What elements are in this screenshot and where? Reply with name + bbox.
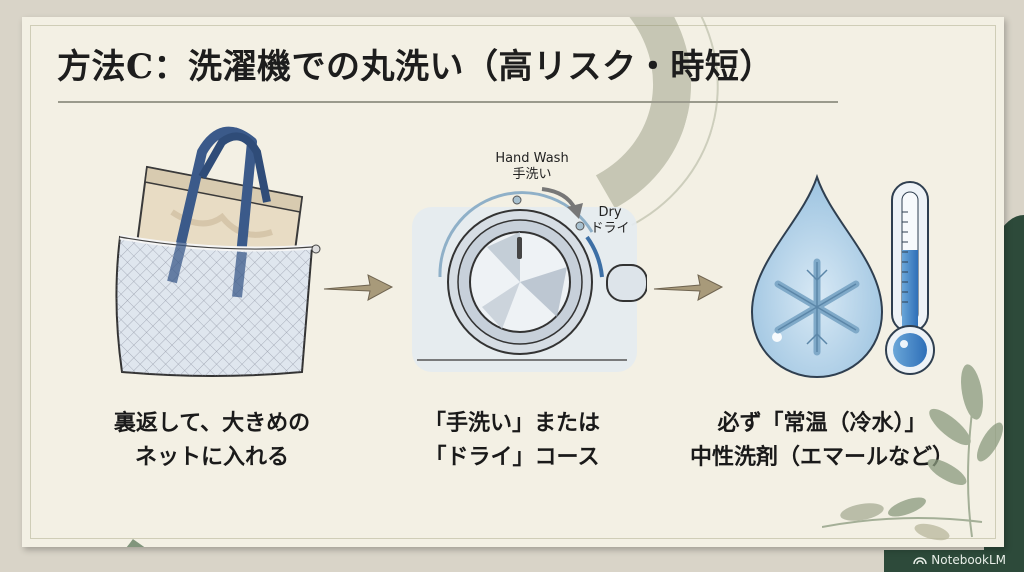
water-drop-snowflake-icon — [750, 173, 935, 379]
step-3-illustration — [742, 172, 942, 392]
arrow-right-icon — [653, 274, 724, 301]
step-2-caption-line1: 「手洗い」または — [423, 411, 600, 436]
step-3-caption: 必ず「常温（冷水）」 中性洗剤（エマールなど） — [682, 407, 962, 475]
dial-label-hand-wash-ja: 手洗い — [512, 167, 552, 182]
slide-title: 方法C：洗濯機での丸洗い（高リスク・時短） — [57, 47, 774, 87]
notebooklm-watermark: NotebookLM — [913, 553, 1006, 567]
watermark-label: NotebookLM — [931, 553, 1006, 567]
title-divider — [58, 101, 838, 103]
arrow-right-icon — [323, 274, 394, 301]
dial-label-hand-wash-en: Hand Wash — [495, 151, 569, 166]
step-2-caption: 「手洗い」または 「ドライ」コース — [392, 407, 632, 475]
step-3-caption-line2: 中性洗剤（エマールなど） — [689, 445, 954, 470]
leaves-decoration-icon — [822, 364, 1003, 541]
step-2-caption-line2: 「ドライ」コース — [424, 445, 600, 470]
step-1-caption: 裏返して、大きめの ネットに入れる — [62, 407, 362, 475]
step-2-illustration: Hand Wash 手洗い Dry ドライ — [407, 151, 648, 387]
dial-label-dry-ja: ドライ — [590, 221, 630, 236]
step-1-caption-line2: ネットに入れる — [134, 445, 289, 470]
dial-label-hand-wash: Hand Wash 手洗い — [482, 151, 582, 183]
step-3-caption-line1: 必ず「常温（冷水）」 — [717, 411, 927, 436]
dial-label-dry-en: Dry — [598, 205, 622, 220]
slide-card: 方法C：洗濯機での丸洗い（高リスク・時短） — [22, 17, 1004, 547]
step-1-illustration — [102, 122, 322, 382]
tote-bag-in-net-icon — [115, 126, 321, 377]
notebooklm-logo-icon — [913, 557, 928, 565]
dial-label-dry: Dry ドライ — [585, 205, 635, 237]
washing-machine-dial-icon — [412, 187, 648, 372]
inner-frame-line — [30, 25, 996, 539]
backdrop-green-bottom — [884, 550, 1024, 572]
step-1-caption-line1: 裏返して、大きめの — [113, 411, 311, 436]
